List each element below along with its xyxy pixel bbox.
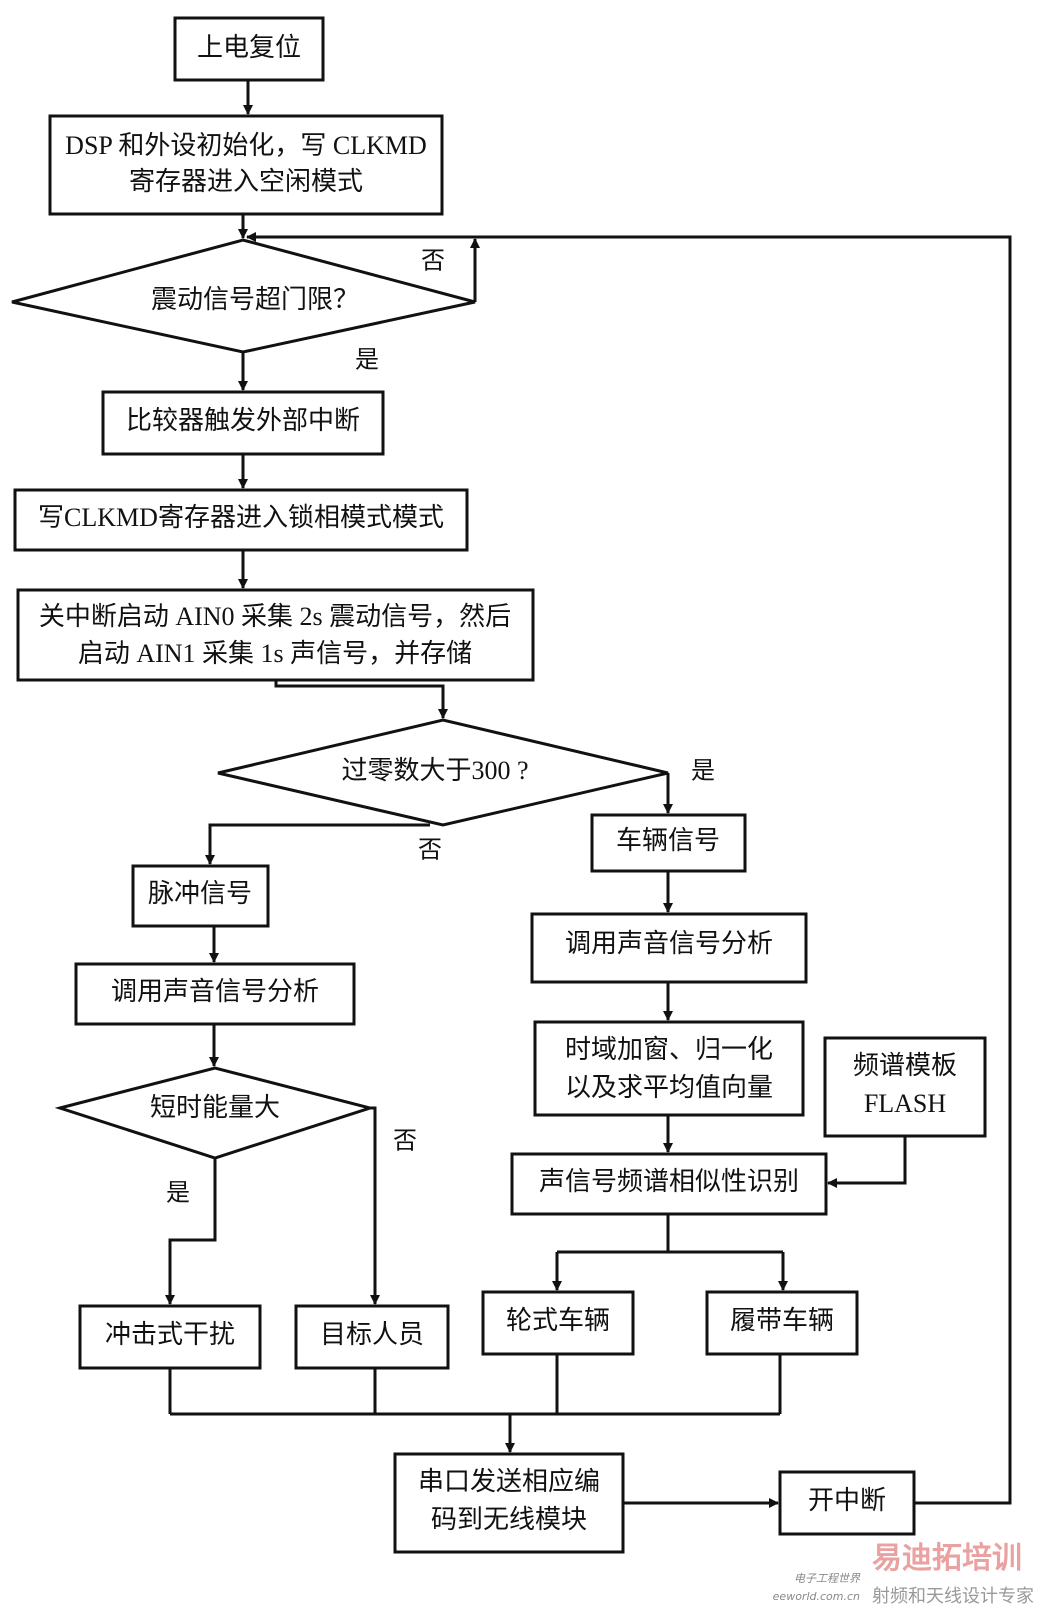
edge-merge xyxy=(168,1354,782,1416)
edge-flash-similarity xyxy=(827,1136,907,1188)
node-init: DSP 和外设初始化，写 CLKMD 寄存器进入空闲模式 xyxy=(48,114,444,216)
node-text: 开中断 xyxy=(808,1486,886,1515)
edge-similarity-split xyxy=(557,1214,783,1254)
node-collect: 关中断启动 AIN0 采集 2s 震动信号，然后 启动 AIN1 采集 1s 声… xyxy=(16,588,535,682)
node-text: 码到无线模块 xyxy=(431,1505,587,1534)
node-text: 串口发送相应编 xyxy=(418,1467,600,1496)
node-text: FLASH xyxy=(864,1089,947,1118)
node-text: 频谱模板 xyxy=(853,1051,957,1080)
node-text: 关中断启动 AIN0 采集 2s 震动信号，然后 xyxy=(39,602,511,631)
node-vehicle-signal: 车辆信号 xyxy=(590,813,747,873)
edge-collect-zerocross xyxy=(274,680,448,719)
node-impact-interference: 冲击式干扰 xyxy=(78,1304,262,1370)
node-text: 写CLKMD寄存器进入锁相模式模式 xyxy=(38,503,444,532)
node-text: 时域加窗、归一化 xyxy=(565,1035,773,1064)
label-no: 否 xyxy=(418,838,442,864)
watermark-brand: 易迪拓培训 xyxy=(872,1541,1022,1576)
node-similarity: 声信号频谱相似性识别 xyxy=(510,1152,828,1216)
node-serial-send: 串口发送相应编 码到无线模块 xyxy=(393,1452,625,1554)
node-enable-interrupt: 开中断 xyxy=(778,1470,916,1536)
node-text: 声信号频谱相似性识别 xyxy=(539,1167,799,1196)
node-text: 车辆信号 xyxy=(616,826,720,855)
edge-zerocross-no xyxy=(205,823,430,865)
node-flash-template: 频谱模板 FLASH xyxy=(823,1036,987,1138)
node-text: 以及求平均值向量 xyxy=(565,1073,773,1102)
node-text: 比较器触发外部中断 xyxy=(126,406,360,435)
label-yes: 是 xyxy=(166,1181,190,1207)
label-no: 否 xyxy=(421,249,445,275)
node-text: 启动 AIN1 采集 1s 声信号，并存储 xyxy=(78,639,472,668)
edge-energy-yes xyxy=(165,1156,217,1305)
node-text: 调用声音信号分析 xyxy=(111,977,319,1006)
node-text: 轮式车辆 xyxy=(506,1306,610,1335)
label-yes: 是 xyxy=(355,348,379,374)
label-no: 否 xyxy=(393,1129,417,1155)
edge-loop-back xyxy=(246,232,1012,1505)
node-comparator: 比较器触发外部中断 xyxy=(101,390,385,456)
node-text: 冲击式干扰 xyxy=(105,1320,235,1349)
decision-zero-cross: 过零数大于300 ? xyxy=(217,718,669,827)
node-text: 上电复位 xyxy=(197,33,301,62)
watermark-slogan: 射频和天线设计专家 xyxy=(872,1586,1034,1607)
node-text: 短时能量大 xyxy=(150,1093,280,1122)
node-target-person: 目标人员 xyxy=(294,1304,450,1370)
node-text: 目标人员 xyxy=(320,1320,424,1349)
node-tracked-vehicle: 履带车辆 xyxy=(705,1290,859,1356)
node-pulse-signal: 脉冲信号 xyxy=(131,864,270,928)
decision-vibration: 震动信号超门限？ xyxy=(11,238,476,354)
node-windowing: 时域加窗、归一化 以及求平均值向量 xyxy=(533,1020,805,1117)
node-text: 调用声音信号分析 xyxy=(565,929,773,958)
node-text: 履带车辆 xyxy=(730,1306,834,1335)
node-text: 脉冲信号 xyxy=(148,879,252,908)
watermark-site: eeworld.com.cn xyxy=(773,1590,860,1603)
connectors xyxy=(165,80,1012,1508)
decision-energy: 短时能量大 xyxy=(54,1066,376,1160)
watermark: 易迪拓培训 射频和天线设计专家 电子工程世界 eeworld.com.cn xyxy=(773,1541,1034,1607)
label-yes: 是 xyxy=(691,759,715,785)
node-sound-analysis-right: 调用声音信号分析 xyxy=(530,912,808,984)
node-text: 寄存器进入空闲模式 xyxy=(129,167,363,196)
node-pll-mode: 写CLKMD寄存器进入锁相模式模式 xyxy=(13,488,469,552)
node-power-reset: 上电复位 xyxy=(173,16,325,82)
node-sound-analysis-left: 调用声音信号分析 xyxy=(74,962,356,1026)
node-text: DSP 和外设初始化，写 CLKMD xyxy=(65,131,427,160)
node-wheeled-vehicle: 轮式车辆 xyxy=(481,1290,635,1356)
watermark-site-cn: 电子工程世界 xyxy=(794,1572,861,1585)
edge-energy-no xyxy=(368,1106,380,1305)
node-text: 过零数大于300 ? xyxy=(341,756,528,785)
node-text: 震动信号超门限？ xyxy=(151,285,359,314)
